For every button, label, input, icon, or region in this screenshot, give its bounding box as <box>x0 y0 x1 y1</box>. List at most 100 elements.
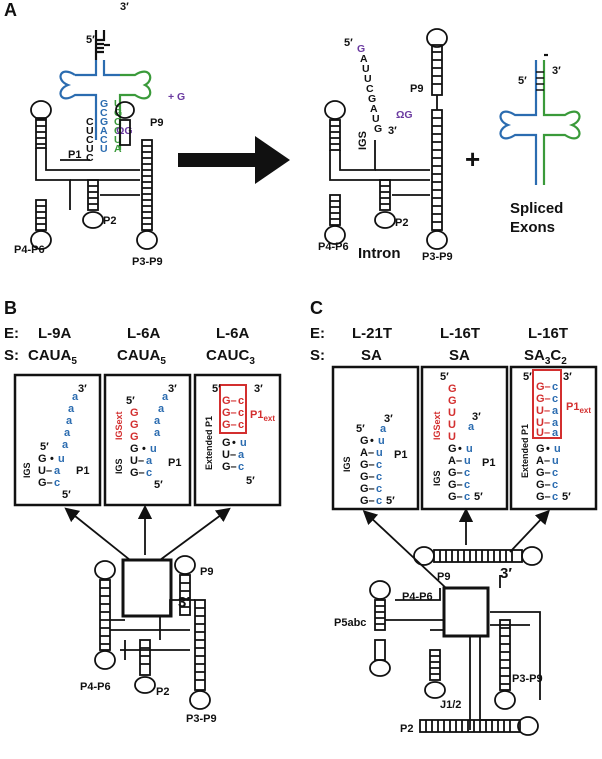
b-box-2-helix: 3′ a a a a 5′ G G G G • u U– a G– c 5′ <box>126 383 177 491</box>
b-construct-3-s: CAUC3 <box>206 347 255 367</box>
intron-core-right <box>324 28 448 250</box>
c-arrow-3 <box>509 509 550 553</box>
b-box-3-side-label: Extended P1 <box>204 416 214 470</box>
svg-text:a: a <box>66 415 73 427</box>
panel-label-c: C <box>310 298 323 318</box>
b-p3p9-label: P3-P9 <box>186 713 217 725</box>
svg-text:U–: U– <box>222 449 236 461</box>
svg-text:G–: G– <box>360 483 375 495</box>
svg-text:a: a <box>380 423 387 435</box>
svg-text:G–: G– <box>536 393 551 405</box>
b-p2-label: P2 <box>156 686 169 698</box>
b-construct-3-e: L-6A <box>216 325 250 342</box>
c-construct-1-e: L-21T <box>352 325 392 342</box>
igs-nt: C <box>114 125 122 137</box>
svg-text:U–: U– <box>130 455 144 467</box>
svg-text:a: a <box>552 405 559 417</box>
svg-text:u: u <box>150 443 157 455</box>
svg-text:u: u <box>58 453 65 465</box>
svg-text:U–: U– <box>536 405 550 417</box>
svg-text:G: G <box>130 431 139 443</box>
svg-text:c: c <box>238 407 244 419</box>
tail-nt: C <box>366 83 374 95</box>
igs-sequence-blue: G C G A C U <box>100 98 108 155</box>
svg-text:c: c <box>376 459 382 471</box>
b-construct-2-e: L-6A <box>127 325 161 342</box>
b-ribozyme-core <box>94 555 211 710</box>
right-prime5-label: 5′ <box>344 37 353 49</box>
p3p9-right-label: P3-P9 <box>422 251 453 263</box>
panel-label-b: B <box>4 298 17 318</box>
c-box-3-side-label: Extended P1 <box>520 424 530 478</box>
svg-text:•: • <box>50 453 54 465</box>
igs-nt: G <box>114 107 122 119</box>
svg-text:G–: G– <box>536 491 551 503</box>
b-box-1-helix: 3′ a a a a a 5′ G • u U– a G– c 5′ <box>38 383 87 501</box>
svg-text:3′: 3′ <box>254 383 263 395</box>
igs-nt: G <box>100 116 108 128</box>
svg-text:U: U <box>448 431 456 443</box>
svg-text:•: • <box>232 437 236 449</box>
svg-text:c: c <box>238 461 244 473</box>
igs-nt: U <box>114 134 122 146</box>
svg-text:c: c <box>376 483 382 495</box>
svg-text:c: c <box>238 395 244 407</box>
left-prime3-label: 3′ <box>120 1 129 13</box>
svg-text:c: c <box>552 491 558 503</box>
svg-text:a: a <box>62 439 69 451</box>
svg-text:G–: G– <box>222 419 237 431</box>
igs-nt: A <box>114 143 122 155</box>
c-box-3-p1ext-frame <box>532 369 562 439</box>
svg-text:G–: G– <box>448 491 463 503</box>
svg-text:G–: G– <box>360 495 375 507</box>
svg-text:a: a <box>146 455 153 467</box>
c-p2-label: P2 <box>400 723 413 735</box>
p3p9-left-label: P3-P9 <box>132 256 163 268</box>
tail-nt: G <box>374 123 382 135</box>
svg-text:G–: G– <box>38 477 53 489</box>
svg-text:u: u <box>552 455 559 467</box>
svg-text:c: c <box>552 467 558 479</box>
p1-nt: U <box>86 143 94 155</box>
svg-text:c: c <box>552 381 558 393</box>
svg-text:A–: A– <box>360 447 374 459</box>
svg-text:G–: G– <box>130 467 145 479</box>
svg-text:U: U <box>448 407 456 419</box>
reaction-arrow <box>178 136 290 184</box>
svg-text:a: a <box>158 403 165 415</box>
svg-text:u: u <box>378 435 385 447</box>
svg-text:U: U <box>448 419 456 431</box>
svg-text:u: u <box>466 443 473 455</box>
svg-text:a: a <box>468 421 475 433</box>
svg-text:a: a <box>552 427 559 439</box>
tail-nt: A <box>370 103 378 115</box>
svg-text:5′: 5′ <box>246 475 255 487</box>
svg-text:U–: U– <box>536 417 550 429</box>
svg-text:u: u <box>376 447 383 459</box>
c-prime3-label: 3′ <box>500 565 512 582</box>
c-box-1-helix: 3′ a 5′ G • u A– u G– c G– c G– c G– c 5… <box>356 413 395 507</box>
svg-text:G–: G– <box>222 407 237 419</box>
spliced-label-1: Spliced <box>510 200 563 217</box>
svg-text:•: • <box>458 443 462 455</box>
svg-text:G: G <box>222 437 231 449</box>
svg-text:G: G <box>448 395 457 407</box>
c-box-2-p1-label: P1 <box>482 457 495 469</box>
c-p3p9-label: P3-P9 <box>512 673 543 685</box>
b-box-3-p1ext-frame <box>219 384 247 434</box>
p9-right-label: P9 <box>410 83 423 95</box>
svg-text:5′: 5′ <box>154 479 163 491</box>
b-row-e-label: E: <box>4 325 19 342</box>
svg-text:a: a <box>154 427 161 439</box>
svg-text:G–: G– <box>536 479 551 491</box>
b-box-3-helix: 5′ 3′ G– c G– c G– c G • u U– a G– c 5′ <box>212 383 263 487</box>
b-arrow-1 <box>64 507 131 561</box>
svg-text:•: • <box>546 443 550 455</box>
p9-left-label: P9 <box>150 117 163 129</box>
b-box-2-p1-label: P1 <box>168 457 181 469</box>
b-prime3-label: 3′ <box>178 594 190 611</box>
p1-nt: U <box>86 125 94 137</box>
b-p4p6-label: P4-P6 <box>80 681 111 693</box>
spliced-label-2: Exons <box>510 219 555 236</box>
